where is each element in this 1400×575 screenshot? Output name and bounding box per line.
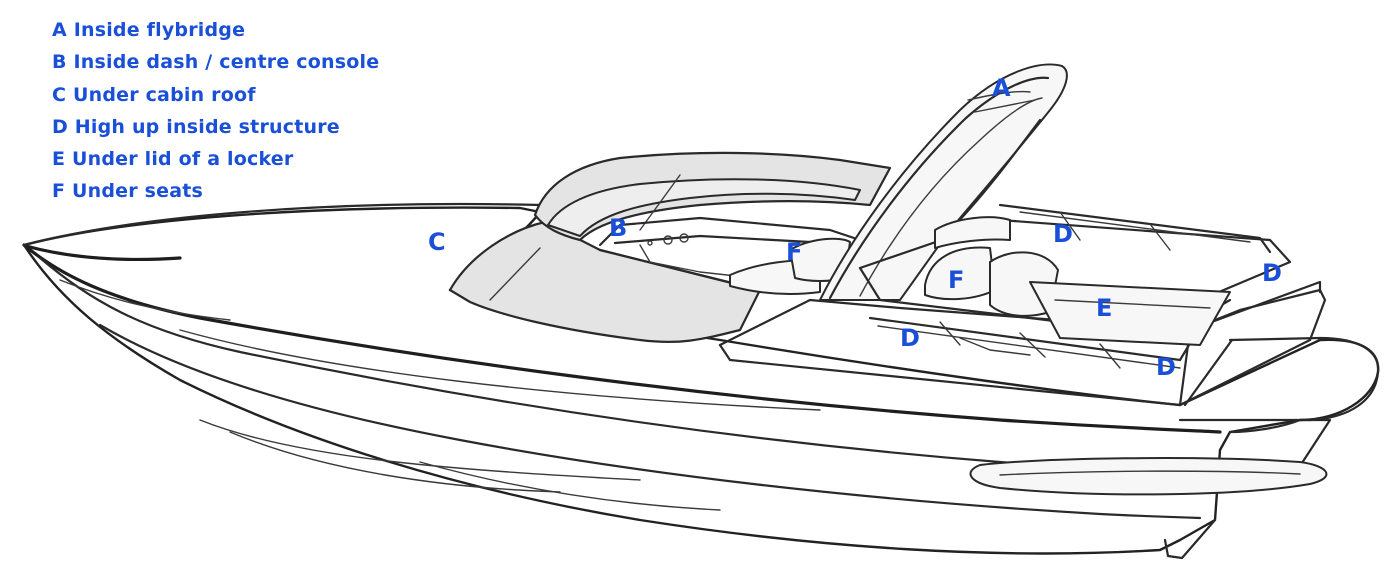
marker-e: E <box>1096 294 1112 322</box>
legend-item-e: E Under lid of a locker <box>52 148 294 171</box>
legend-item-c: C Under cabin roof <box>52 83 256 106</box>
marker-f: F <box>948 266 964 294</box>
marker-d: D <box>1262 259 1282 287</box>
legend-item-f: F Under seats <box>52 180 204 203</box>
marker-f: F <box>786 238 802 266</box>
flybridge-arch <box>819 63 1068 301</box>
location-markers: A B C D D D D E F F <box>428 74 1282 381</box>
marker-b: B <box>609 214 627 242</box>
legend-item-d: D High up inside structure <box>52 115 340 138</box>
legend-item-a: A Inside flybridge <box>52 19 246 41</box>
hull <box>22 206 1380 560</box>
aft-cockpit <box>858 203 1292 369</box>
legend-item-b: B Inside dash / centre console <box>52 51 380 74</box>
marker-c: C <box>428 228 446 256</box>
marker-d: D <box>1053 220 1073 248</box>
marker-d: D <box>1156 353 1176 381</box>
legend: A Inside flybridge B Inside dash / centr… <box>52 14 379 208</box>
marker-a: A <box>992 74 1011 102</box>
marker-d: D <box>900 324 920 352</box>
cabin-roof <box>448 151 892 344</box>
